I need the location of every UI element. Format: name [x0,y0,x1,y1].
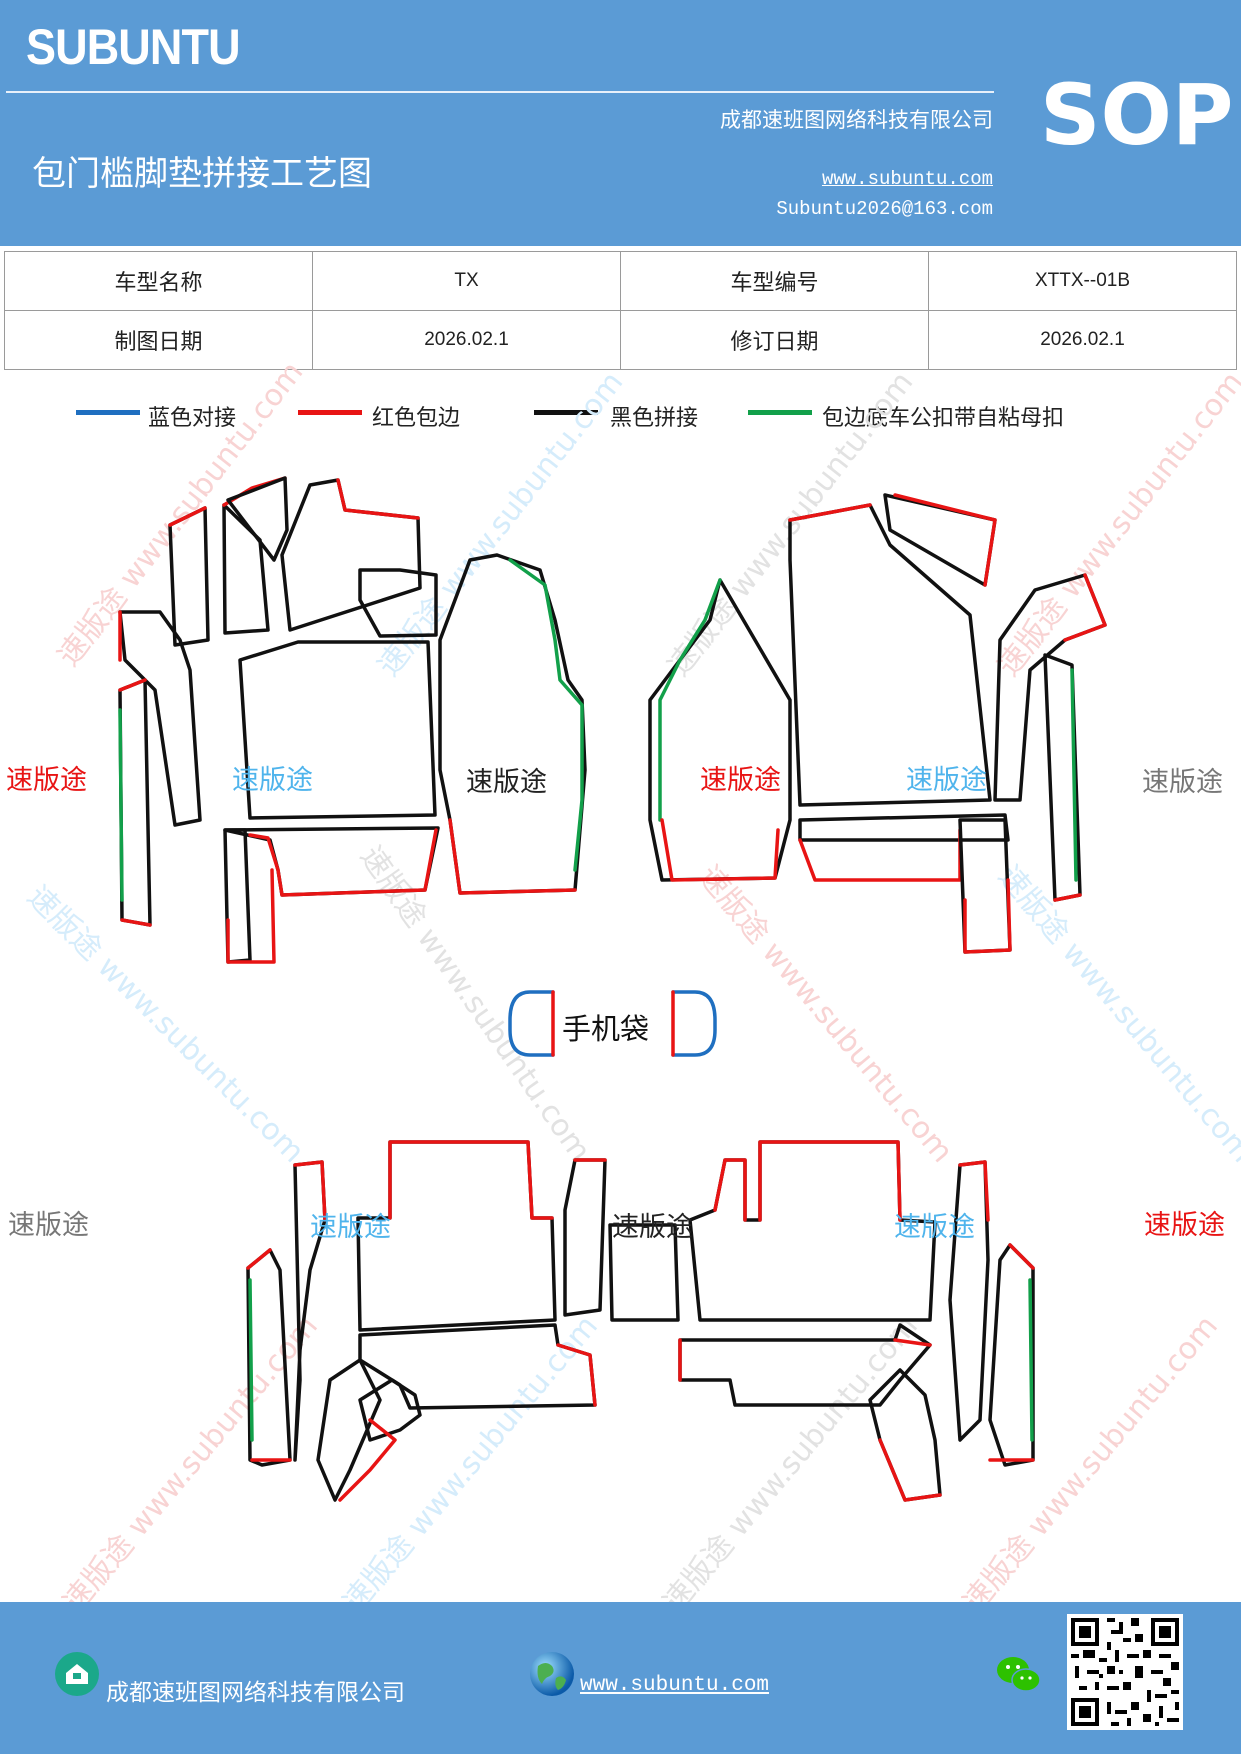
company-icon [55,1652,99,1696]
mat-piece [883,493,997,587]
revise-date-label: 修订日期 [620,310,929,370]
table-row: 车型名称 TX 车型编号 XTTX--01B [4,251,1237,311]
legend-label: 黑色拼接 [610,406,699,431]
mat-piece [563,1158,607,1317]
mat-piece [280,478,422,632]
legend-label: 红色包边 [372,406,461,431]
watermark-label: 速版途 [232,765,313,796]
phone-bag-label: 手机袋 [562,1012,650,1046]
mat-piece [316,1358,382,1502]
mat-piece [438,553,587,895]
mat-piece [988,1243,1035,1467]
watermark-label: 速版途 [700,765,781,796]
legend-swatch [76,410,140,415]
mat-piece [223,826,440,897]
mat-piece [948,1160,990,1442]
watermark-label: 速版途 [906,765,987,796]
model-code-value: XTTX--01B [928,251,1237,311]
mat-piece [118,610,202,827]
front-left-mat-group [118,476,587,964]
watermark-label: 速版途 [1144,1210,1225,1241]
mat-piece [226,476,289,562]
header-divider [6,91,994,93]
mat-piece [678,1323,932,1407]
watermark-label: 速版途 [6,765,87,796]
draw-date-value: 2026.02.1 [312,310,621,370]
phone-bag-group [508,990,717,1057]
qr-code [1067,1614,1183,1730]
mat-piece [608,1223,680,1322]
wechat-icon[interactable] [996,1654,1042,1696]
legend-swatch [748,410,812,415]
mat-piece [168,506,210,647]
watermark-label: 速版途 [894,1212,975,1243]
globe-icon [530,1652,574,1696]
mat-piece [788,503,992,807]
header-banner: SUBUNTU 成都速班图网络科技有限公司 包门槛脚垫拼接工艺图 www.sub… [0,0,1241,246]
sop-badge: SOP [1040,66,1234,164]
mat-piece [358,568,438,638]
revise-date-value: 2026.02.1 [928,310,1237,370]
phone-bag-right [671,990,717,1057]
watermark-label: 速版途 [466,767,547,798]
mat-piece [358,1378,422,1442]
company-name: 成都速班图网络科技有限公司 [720,108,993,132]
legend-swatch [298,410,362,415]
footer-company: 成都速班图网络科技有限公司 [106,1680,405,1706]
legend-swatch [534,410,598,415]
brand-logo: SUBUNTU [26,19,241,75]
website-link[interactable]: www.subuntu.com [821,168,993,190]
mat-piece [648,578,792,882]
model-code-label: 车型编号 [620,251,929,311]
phone-bag-left [508,990,555,1057]
mat-piece [798,813,1010,842]
rear-left-mat-group [246,1140,680,1502]
watermark-label: 速版途 [612,1212,693,1243]
legend-label: 包边底车公扣带自粘母扣 [822,406,1065,431]
watermark-label: 速版途 [1142,767,1223,798]
mat-piece [246,1248,292,1467]
page-title: 包门槛脚垫拼接工艺图 [32,154,372,194]
table-row: 制图日期 2026.02.1 修订日期 2026.02.1 [4,310,1237,370]
model-name-value: TX [312,251,621,311]
draw-date-label: 制图日期 [4,310,313,370]
model-name-label: 车型名称 [4,251,313,311]
mat-piece [868,1368,942,1502]
mat-piece [223,828,252,964]
legend-label: 蓝色对接 [148,406,237,431]
footer-website-link[interactable]: www.subuntu.com [580,1674,770,1697]
email-address[interactable]: Subuntu2026@163.com [776,198,993,220]
mat-piece [238,640,437,820]
mat-piece [358,1323,597,1410]
front-right-mat-group [648,493,1107,954]
rear-right-mat-group [678,1140,1035,1502]
watermark-label: 速版途 [8,1210,89,1241]
mat-piece [118,678,152,927]
footer-banner: 成都速班图网络科技有限公司 www.subuntu.com [0,1602,1241,1754]
info-table: 车型名称 TX 车型编号 XTTX--01B 制图日期 2026.02.1 修订… [4,251,1237,370]
watermark-label: 速版途 [310,1212,391,1243]
